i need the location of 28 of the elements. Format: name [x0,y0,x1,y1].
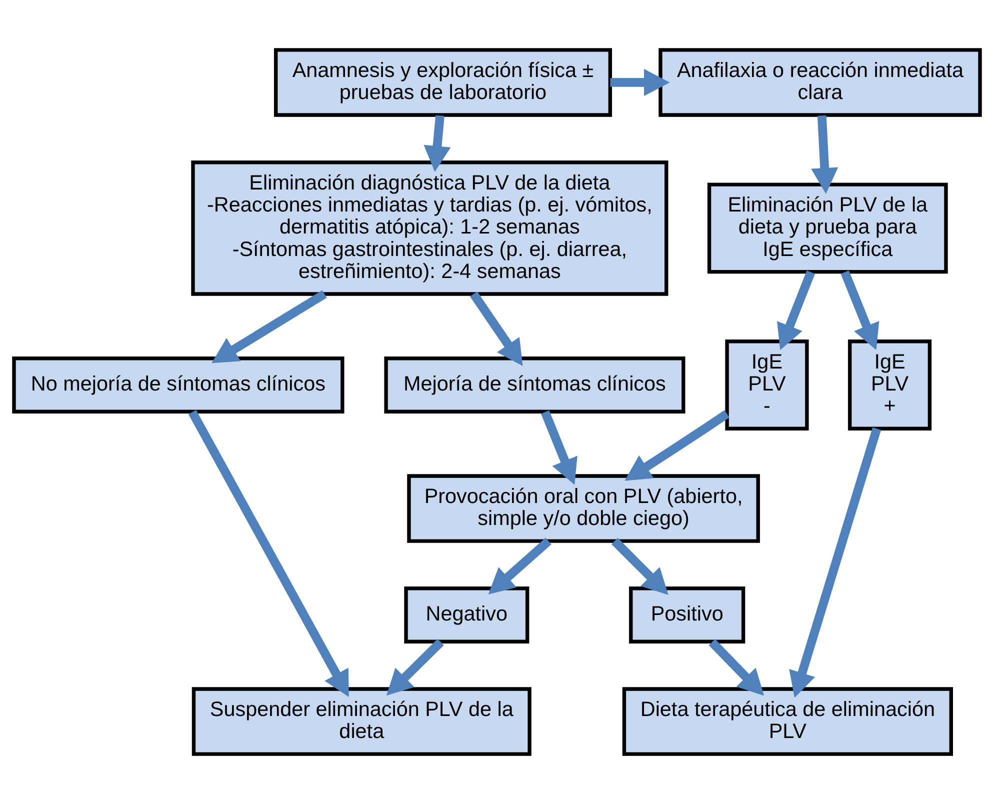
arrow [610,68,670,96]
node-box: Anamnesis y exploración física ± pruebas de laboratorio [274,48,612,116]
arrow [789,426,882,698]
node-box: Dieta terapéutica de eliminación PLV [622,686,953,756]
node-box: Positivo [629,586,746,643]
arrow [470,291,523,366]
node-box: Mejoría de síntomas clínicos [384,356,686,413]
arrow [611,537,668,594]
node-box: IgE PLV - [725,339,809,430]
arrow [811,114,838,194]
node-box: Eliminación diagnóstica PLV de la dieta -Reacciones inmediatas y tardias (p. ej. vómitos, dermatitis atópica): 1-2 semanas -Síntomas gastrointestinales (p. ej. diarrea, estreñimiento): 2-4 semanas [191,160,668,296]
arrow [386,638,444,696]
node-box: Anafilaxia o reacción inmediata clara [658,48,982,116]
arrow [188,409,349,696]
arrow [424,114,451,172]
node-box: Eliminación PLV de la dieta y prueba para IgE específica [707,182,948,274]
arrow [708,638,764,696]
node-box: Negativo [404,586,530,643]
arrow [488,537,552,594]
node-box: Suspender eliminación PLV de la dieta [192,686,532,756]
arrow [212,290,327,363]
arrow [777,270,816,350]
node-box: Provocación oral con PLV (abierto, simple y/o doble ciego) [407,474,760,542]
node-box: No mejoría de síntomas clínicos [12,356,344,413]
arrow [624,410,730,480]
arrow [540,410,578,484]
node-box: IgE PLV + [848,339,932,430]
arrow [840,270,880,350]
